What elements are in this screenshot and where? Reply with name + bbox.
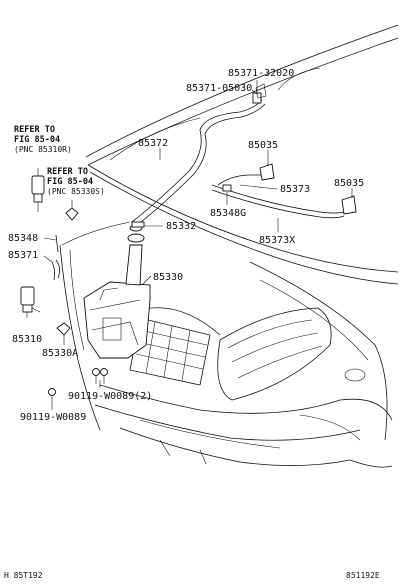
ref2-line1: REFER TO: [47, 167, 88, 177]
label-85348G: 85348G: [210, 208, 246, 219]
washer-tank: [83, 224, 151, 359]
label-90119-W0089-2: 90119-W0089(2): [68, 391, 152, 402]
washer-hose-85372: [61, 99, 266, 246]
label-85332: 85332: [166, 221, 196, 232]
tank-bolts: [48, 368, 108, 404]
reference-note-pump: REFER TO FIG 85-04 (PNC 85310R): [14, 125, 72, 154]
pump-hoses: [51, 234, 60, 281]
label-85035-a: 85035: [248, 140, 278, 151]
label-85373X: 85373X: [259, 235, 295, 246]
label-90119-W0089: 90119-W0089: [20, 412, 86, 423]
reference-note-tank: REFER TO FIG 85-04 (PNC 85330S): [47, 167, 105, 196]
label-85371: 85371: [8, 250, 38, 261]
washer-nozzles: [255, 83, 357, 215]
grommets: [56, 207, 79, 336]
ref2-line2: FIG 85-04: [47, 177, 93, 187]
label-85330A: 85330A: [42, 348, 78, 359]
label-85348: 85348: [8, 233, 38, 244]
footer-right-code: 851192E: [346, 571, 380, 580]
ref2-line3: (PNC 85330S): [47, 187, 105, 196]
label-85035-b: 85035: [334, 178, 364, 189]
ref1-line1: REFER TO: [14, 125, 55, 135]
label-85310: 85310: [12, 334, 42, 345]
leader-lines: [31, 80, 353, 410]
label-85371-32020: 85371-32020: [228, 68, 294, 79]
label-85373: 85373: [280, 184, 310, 195]
washer-pump-upper: [31, 175, 45, 212]
label-85330: 85330: [153, 272, 183, 283]
washer-pump-lower: [20, 286, 35, 318]
washer-hose-85373: [211, 174, 345, 219]
ref1-line2: FIG 85-04: [14, 135, 60, 145]
label-85371-05030: 85371-05030: [186, 83, 252, 94]
label-85372: 85372: [138, 138, 168, 149]
footer-left-code: H 85T192: [4, 571, 43, 580]
ref1-line3: (PNC 85310R): [14, 145, 72, 154]
